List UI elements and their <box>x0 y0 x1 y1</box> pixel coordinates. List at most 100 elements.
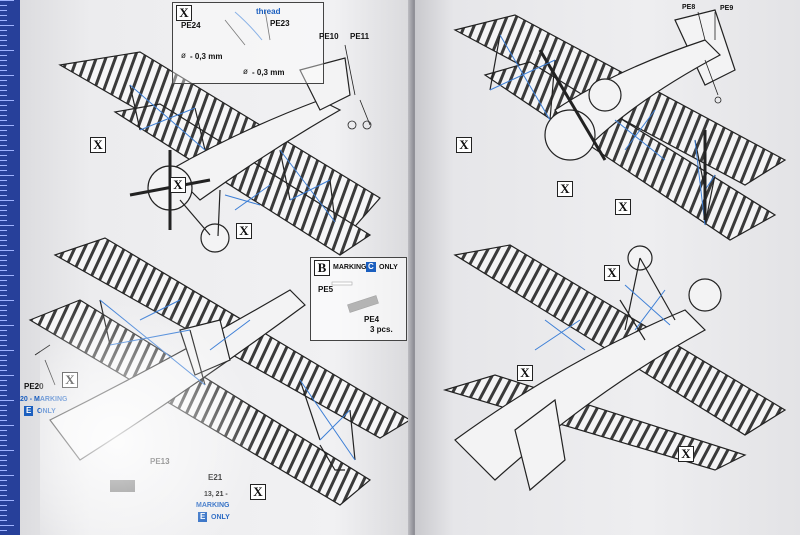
ruler-tick <box>0 315 7 316</box>
ruler-tick <box>0 100 14 101</box>
ruler-tick <box>0 85 7 86</box>
ruler-tick <box>0 205 7 206</box>
x-reference-mark: X <box>236 223 252 239</box>
ruler-tick <box>0 265 7 266</box>
ruler-tick <box>0 180 7 181</box>
ruler-tick <box>0 355 7 356</box>
engine-rear <box>688 278 722 312</box>
biplane-top-drawing <box>58 51 381 256</box>
ruler-tick <box>0 325 14 326</box>
ruler-tick <box>0 5 7 6</box>
ruler-tick <box>0 255 7 256</box>
ruler-tick <box>0 530 7 531</box>
part-pe24-label: PE24 <box>181 21 201 30</box>
ruler-tick <box>0 170 7 171</box>
ruler-tick <box>0 510 7 511</box>
diameter-b-symbol: ø <box>243 67 248 76</box>
ruler-tick <box>0 300 14 301</box>
ruler-tick <box>0 330 7 331</box>
bottom-marking-label: MARKING <box>196 502 230 509</box>
rigging-wires-front <box>489 34 716 226</box>
x-reference-mark: X <box>62 372 78 388</box>
part-pe9-label: PE9 <box>720 5 734 12</box>
part-pe10-label: PE10 <box>319 32 339 41</box>
bottom-only-label: ONLY <box>211 514 230 521</box>
ruler-tick <box>0 125 14 126</box>
bottom-marking-code: E <box>198 512 208 522</box>
ruler-tick <box>0 145 7 146</box>
ruler-tick <box>0 360 7 361</box>
ruler-tick <box>0 395 7 396</box>
ruler-tick <box>0 185 7 186</box>
ruler-tick <box>0 160 7 161</box>
struts-rear <box>619 257 676 341</box>
x-reference-mark: X <box>250 484 266 500</box>
ruler-tick <box>0 40 7 41</box>
ruler-tick <box>0 480 7 481</box>
ruler-tick <box>0 465 7 466</box>
ruler-tick <box>0 65 7 66</box>
quantity-label: 3 pcs. <box>370 325 393 334</box>
diameter-a-symbol: ø <box>181 51 186 60</box>
ruler-tick <box>0 350 14 351</box>
x-reference-mark: X <box>517 365 533 381</box>
ruler-tick <box>0 400 14 401</box>
ruler-tick <box>0 380 7 381</box>
ruler-tick <box>0 270 7 271</box>
ruler-tick <box>0 280 7 281</box>
ruler-tick <box>0 375 14 376</box>
pe20-marking-code: E <box>24 406 34 416</box>
ruler-tick <box>0 445 7 446</box>
ruler-tick <box>0 500 14 501</box>
rigging-wires-rear <box>534 284 671 351</box>
ruler-tick <box>0 25 14 26</box>
ruler-tick <box>0 450 14 451</box>
ruler-tick <box>0 415 7 416</box>
ruler-tick <box>0 440 7 441</box>
part-pe20-label: PE20 <box>24 382 44 391</box>
ruler-tick <box>0 385 7 386</box>
wheel <box>200 223 230 253</box>
right-page-drawings <box>442 9 787 492</box>
pe13-part-drawing <box>110 480 135 492</box>
ruler-tick <box>0 525 14 526</box>
rudder-rear <box>514 398 566 492</box>
ruler-tick <box>0 335 7 336</box>
lower-wing <box>113 103 372 256</box>
ruler-tick <box>0 0 14 1</box>
part-pe23-label: PE23 <box>270 19 290 28</box>
pe20-marking-note: 20 - MARKING <box>20 396 68 403</box>
ruler-tick <box>0 520 7 521</box>
ruler-tick <box>0 175 14 176</box>
ruler-tick <box>0 210 7 211</box>
biplane-front-drawing <box>453 9 787 241</box>
ruler-tick <box>0 35 7 36</box>
detail-b-letter: B <box>314 260 330 276</box>
ruler-tick <box>0 475 14 476</box>
ruler-tick <box>0 320 7 321</box>
ruler-tick <box>0 365 7 366</box>
ruler-tick <box>0 345 7 346</box>
bottom-part-note: 13, 21 - <box>204 491 228 498</box>
ruler-tick <box>0 50 14 51</box>
ruler-tick <box>0 390 7 391</box>
right-instruction-page: PE8 PE9 X X X X X X <box>415 0 800 535</box>
ruler-tick <box>0 45 7 46</box>
detail-x-box <box>172 2 324 84</box>
ruler-tick <box>0 20 7 21</box>
landing-gear-bottom <box>319 444 345 471</box>
part-pe21-label: E21 <box>208 473 223 482</box>
propeller-front <box>538 49 607 161</box>
ruler-tick <box>0 80 7 81</box>
ruler-tick <box>0 55 7 56</box>
thread-detail-wire <box>234 11 263 41</box>
lower-wing-front <box>483 61 777 241</box>
thread-label: thread <box>256 7 281 16</box>
ruler-tick <box>0 285 7 286</box>
struts-front <box>489 34 716 226</box>
ruler-tick <box>0 485 7 486</box>
interplane-struts <box>129 84 336 223</box>
ruler-tick <box>0 225 14 226</box>
landing-gear <box>179 189 221 237</box>
ruler-tick <box>0 245 7 246</box>
